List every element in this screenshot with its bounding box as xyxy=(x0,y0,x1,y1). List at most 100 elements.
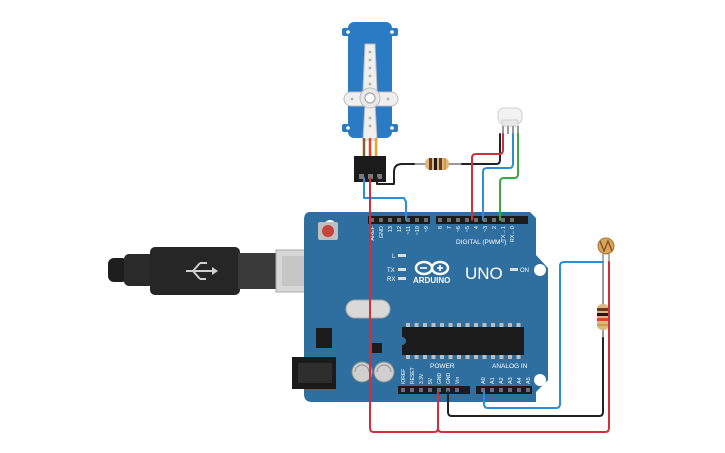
digital-header-label: DIGITAL (PWM~) xyxy=(456,239,506,246)
capacitor xyxy=(373,361,395,383)
mounting-hole xyxy=(534,264,546,276)
pin-label: GND xyxy=(379,226,385,238)
header-pin-10[interactable] xyxy=(465,218,469,222)
header-pin-bottom-8[interactable] xyxy=(490,388,494,392)
led-rx xyxy=(398,277,406,280)
resistor-ldr[interactable] xyxy=(597,262,609,338)
wire-blue-servo[interactable] xyxy=(363,177,407,221)
power-header[interactable] xyxy=(398,386,470,394)
header-pin-13[interactable] xyxy=(492,218,496,222)
header-pin-bottom-11[interactable] xyxy=(517,388,521,392)
led-on-label: ON xyxy=(520,268,529,274)
header-pin-bottom-9[interactable] xyxy=(499,388,503,392)
header-pin-bottom-0[interactable] xyxy=(401,388,405,392)
header-pin-8[interactable] xyxy=(447,218,451,222)
power-pin-label: GND xyxy=(437,373,443,385)
power-pin-label: IOREF xyxy=(401,369,407,384)
header-pin-bottom-7[interactable] xyxy=(481,388,485,392)
power-pin-label: 3.3V xyxy=(419,373,425,384)
header-pin-bottom-10[interactable] xyxy=(508,388,512,392)
pin-label: RX←0 xyxy=(510,226,516,242)
header-pin-9[interactable] xyxy=(456,218,460,222)
mounting-hole xyxy=(534,374,546,386)
pin-label: 13 xyxy=(388,226,394,232)
pin-label: 7 xyxy=(447,226,453,229)
analog-pin-label: A2 xyxy=(499,377,505,384)
led-l xyxy=(398,254,406,257)
led-tx-label: TX xyxy=(387,268,395,274)
header-pin-bottom-12[interactable] xyxy=(526,388,530,392)
arduino-logo xyxy=(414,260,450,276)
wire-black-led[interactable] xyxy=(461,133,501,165)
header-pin-14[interactable] xyxy=(501,218,505,222)
reset-button[interactable] xyxy=(318,222,338,240)
header-pin-bottom-1[interactable] xyxy=(410,388,414,392)
power-pin-label: Vin xyxy=(455,377,461,384)
analog-pin-label: A0 xyxy=(481,377,487,384)
pin-label: ~5 xyxy=(465,226,471,232)
header-pin-bottom-6[interactable] xyxy=(455,388,459,392)
power-pin-label: RESET xyxy=(410,367,416,384)
wire-red-ldr[interactable] xyxy=(437,261,610,433)
pin-label: 12 xyxy=(397,226,403,232)
power-header-label: POWER xyxy=(430,363,455,370)
header-pin-6[interactable] xyxy=(424,218,428,222)
smd-chip xyxy=(372,343,382,353)
analog-pin-label: A1 xyxy=(490,377,496,384)
pin-label: AREF xyxy=(370,225,376,240)
power-jack[interactable] xyxy=(292,357,336,389)
led-rx-label: RX xyxy=(387,277,395,283)
usb-icon xyxy=(186,262,218,280)
wire-red-led[interactable] xyxy=(471,133,504,221)
wire-black-servo[interactable] xyxy=(376,163,415,185)
header-pin-bottom-4[interactable] xyxy=(437,388,441,392)
header-pin-4[interactable] xyxy=(406,218,410,222)
pin-label: TX→1 xyxy=(501,226,507,242)
atmega-chip xyxy=(402,327,524,355)
analog-header-label: ANALOG IN xyxy=(492,363,528,370)
header-pin-bottom-3[interactable] xyxy=(428,388,432,392)
header-pin-0[interactable] xyxy=(370,218,374,222)
wire-blue-ldr[interactable] xyxy=(483,261,604,409)
servo-motor[interactable] xyxy=(342,22,399,182)
wire-green-led[interactable] xyxy=(499,133,519,221)
power-pin-label: GND xyxy=(446,373,452,385)
analog-pin-label: A5 xyxy=(526,377,532,384)
pin-label: 8 xyxy=(438,226,444,229)
header-pin-7[interactable] xyxy=(438,218,442,222)
header-pin-bottom-5[interactable] xyxy=(446,388,450,392)
led-l-label: L xyxy=(392,254,396,260)
photoresistor[interactable] xyxy=(597,237,615,262)
board-model: UNO xyxy=(465,264,503,283)
header-pin-3[interactable] xyxy=(397,218,401,222)
analog-header[interactable] xyxy=(476,386,532,394)
header-pin-11[interactable] xyxy=(474,218,478,222)
usb-cable[interactable] xyxy=(108,247,339,295)
chip-pins xyxy=(406,355,521,359)
led-on xyxy=(510,268,518,271)
header-pin-5[interactable] xyxy=(415,218,419,222)
led-tx xyxy=(398,268,406,271)
rgb-led[interactable] xyxy=(497,107,523,134)
wire-black-ldr[interactable] xyxy=(447,337,604,417)
pin-label: 2 xyxy=(492,226,498,229)
voltage-regulator xyxy=(316,328,332,348)
resistor-rgb[interactable] xyxy=(414,158,462,170)
servo-horn[interactable] xyxy=(343,43,399,141)
header-pin-bottom-2[interactable] xyxy=(419,388,423,392)
pin-label: ~9 xyxy=(424,226,430,232)
header-pin-2[interactable] xyxy=(388,218,392,222)
capacitor xyxy=(351,361,373,383)
pin-label: ~3 xyxy=(483,226,489,232)
pin-label: 4 xyxy=(474,226,480,229)
header-pin-15[interactable] xyxy=(510,218,514,222)
header-pin-1[interactable] xyxy=(379,218,383,222)
pin-label: ~6 xyxy=(456,226,462,232)
power-pin-label: 5V xyxy=(428,377,434,384)
analog-pin-label: A4 xyxy=(517,377,523,384)
wire-blue-led[interactable] xyxy=(482,133,514,221)
analog-pin-label: A3 xyxy=(508,377,514,384)
header-pin-12[interactable] xyxy=(483,218,487,222)
